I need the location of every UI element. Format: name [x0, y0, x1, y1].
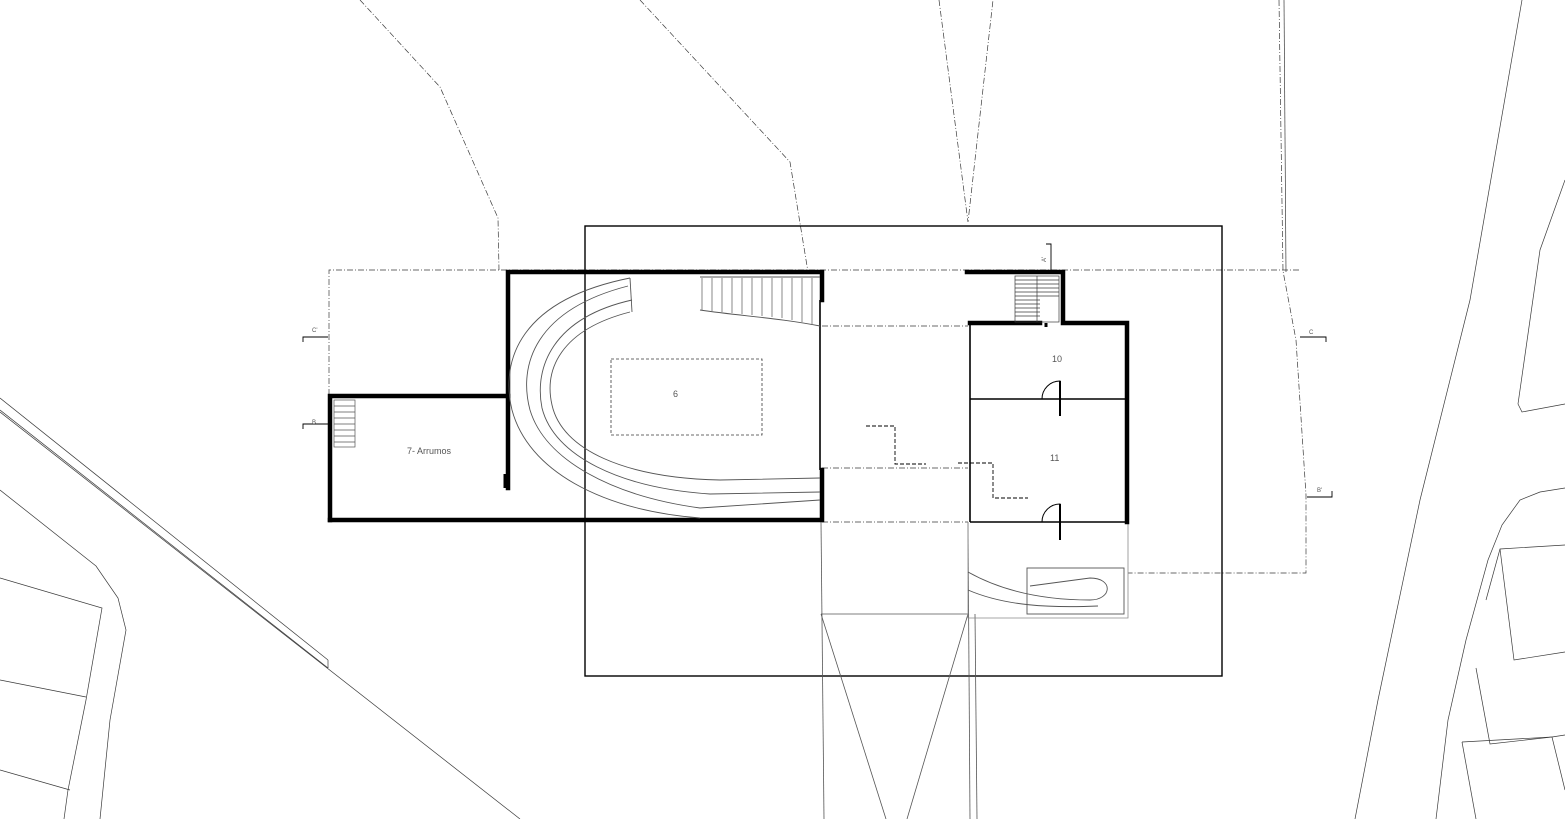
- lot-right-1: [1435, 487, 1565, 819]
- road-edge-right-2: [1517, 179, 1565, 413]
- lot-right-6: [1461, 736, 1565, 791]
- ramp-mid: [526, 285, 821, 509]
- wall-main-hall-bottom: [327, 467, 825, 523]
- ramp-box: [967, 522, 1129, 619]
- section-c-right-label: C: [1309, 330, 1314, 336]
- door-room-10: [1041, 380, 1061, 400]
- ramp-end-top: [629, 277, 633, 313]
- site-rectangle: [584, 225, 1223, 677]
- doors: [1041, 380, 1061, 540]
- section-markers: [302, 243, 1333, 498]
- walls: [327, 269, 1130, 525]
- access-line-1: [820, 521, 825, 819]
- room-6-outline: [610, 358, 763, 436]
- section-b-prime-right-mark: [1307, 491, 1333, 498]
- ramp-inner: [549, 311, 821, 481]
- property-line-4: [1128, 0, 1307, 574]
- property-line-1: [359, 0, 500, 271]
- curved-ramp: [508, 276, 821, 519]
- stair-treads-main: [701, 278, 813, 324]
- dashed-steps: [866, 425, 1028, 499]
- lot-right-3: [1499, 548, 1565, 661]
- room-10-label: 10: [1052, 354, 1062, 364]
- lot-divider-left-2: [0, 769, 71, 791]
- road-line-4: [0, 411, 521, 819]
- access-line-3: [906, 613, 969, 819]
- section-c-prime-left-mark: [302, 336, 328, 342]
- access-line-2: [820, 613, 887, 819]
- property-line-2: [639, 0, 809, 273]
- road-edge-left: [0, 489, 127, 819]
- lot-right-2: [1485, 544, 1565, 601]
- stair-tower-treads: [1014, 275, 1060, 323]
- section-b-left-label: B: [312, 420, 316, 426]
- room-6-label: 6: [673, 389, 678, 399]
- outer-dashed-outline: [328, 269, 1300, 395]
- room-11-label: 11: [1050, 453, 1059, 463]
- hall-small-posts: [503, 323, 1048, 488]
- property-line-4b: [1283, 0, 1287, 273]
- property-line-3: [938, 0, 994, 223]
- road-edge-right: [1354, 0, 1523, 819]
- ramp-outer: [508, 277, 701, 519]
- wall-stair-tower: [964, 269, 1130, 525]
- lot-right-4: [1475, 667, 1565, 745]
- door-room-11: [1041, 503, 1061, 523]
- section-b-left-mark: [302, 423, 328, 429]
- road-line-1: [0, 397, 329, 661]
- stair-curve: [699, 309, 821, 327]
- ramp-inner-2: [539, 299, 821, 495]
- section-c-prime-left-label: C': [312, 328, 317, 334]
- wall-main-hall: [505, 269, 825, 491]
- section-b-prime-right-label: B': [1317, 488, 1322, 494]
- storage-stair: [333, 399, 356, 448]
- lot-right-5: [1461, 741, 1477, 819]
- room-7-label: 7- Arrumos: [407, 446, 452, 456]
- access-line-5: [974, 613, 978, 819]
- ramp-loop: [967, 567, 1125, 615]
- lot-divider-left-1: [0, 679, 87, 698]
- section-c-right-mark: [1300, 336, 1327, 342]
- road-line-2: [0, 409, 329, 669]
- section-a-prime-mark: [1046, 243, 1052, 270]
- section-a-prime-label: A': [1042, 257, 1048, 262]
- access-lines: [820, 521, 1129, 819]
- lot-outline-left: [0, 577, 103, 819]
- wall-storage: [327, 393, 511, 523]
- thin-walls: [819, 300, 1125, 523]
